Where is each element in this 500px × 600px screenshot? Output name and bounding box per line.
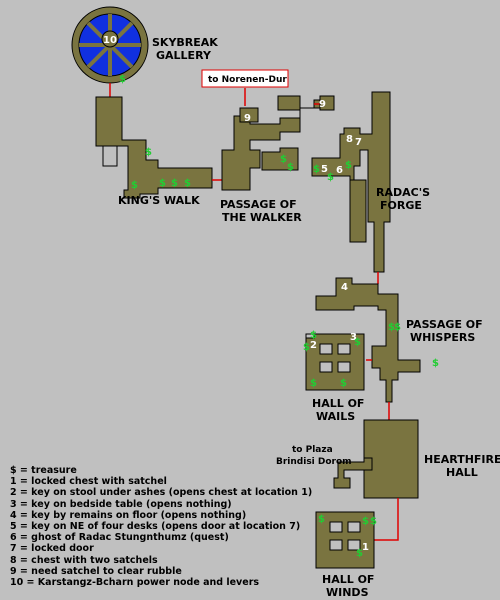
area-label-wails-1: HALL OF <box>312 397 364 410</box>
marker-4: 4 <box>341 282 348 293</box>
marker-3: 3 <box>350 332 357 343</box>
area-label-kings-walk: KING'S WALK <box>118 194 200 207</box>
exit-label-norenen: to Norenen-Dur <box>208 75 287 85</box>
treasure-symbol: $ <box>131 180 138 191</box>
treasure-symbol: $ <box>394 322 401 333</box>
legend-item: 3 = key on bedside table (opens nothing) <box>10 498 232 510</box>
area-label-whispers-2: WHISPERS <box>410 331 475 344</box>
area-label-forge-2: FORGE <box>380 199 422 212</box>
area-label-walker-1: PASSAGE OF <box>220 198 297 211</box>
legend-item: 2 = key on stool under ashes (opens ches… <box>10 487 313 499</box>
legend-item: 9 = need satchel to clear rubble <box>10 565 182 577</box>
treasure-symbol: $ <box>318 514 325 525</box>
area-label-whispers-1: PASSAGE OF <box>406 318 483 331</box>
legend-item: 8 = chest with two satchels <box>10 554 158 566</box>
treasure-symbol: $ <box>280 154 287 165</box>
exit-label-plaza-2: Brindisi Dorom <box>276 457 352 467</box>
radacs-forge-room <box>311 91 391 273</box>
hall-of-wails-grid <box>305 333 365 391</box>
legend-item: 1 = locked chest with satchel <box>10 476 167 488</box>
area-label-hearthfire-2: HALL <box>446 466 478 479</box>
connector <box>374 498 399 541</box>
skybreak-gallery-rotunda <box>71 6 149 84</box>
treasure-symbol: $ <box>287 162 294 173</box>
treasure-symbol: $ <box>356 548 363 559</box>
area-label-winds-2: WINDS <box>326 586 369 599</box>
exit-box-norenen <box>201 69 289 88</box>
exit-label-plaza-1: to Plaza <box>292 445 333 455</box>
kings-walk-room <box>95 96 213 199</box>
treasure-symbol: $ <box>310 378 317 389</box>
area-label-wails-2: WAILS <box>316 410 355 423</box>
treasure-symbol: $ <box>354 337 361 348</box>
legend-item: 5 = key on NE of four desks (opens door … <box>10 521 301 533</box>
hall-of-winds-grid <box>315 511 375 569</box>
marker-10: 10 <box>103 35 117 46</box>
passage-of-the-walker-room <box>221 95 321 191</box>
passage-of-whispers-room <box>315 277 421 403</box>
map-legend: $ = treasure 1 = locked chest with satch… <box>10 465 340 588</box>
legend-item: 4 = key by remains on floor (opens nothi… <box>10 509 247 521</box>
treasure-symbol: $ <box>145 147 152 158</box>
marker-6: 6 <box>336 165 343 176</box>
treasure-symbol: $ <box>362 516 369 527</box>
treasure-symbol: $ <box>184 178 191 189</box>
treasure-symbol: $ <box>327 172 334 183</box>
treasure-symbol: $ <box>340 378 347 389</box>
marker-2: 2 <box>310 340 317 351</box>
treasure-symbol: $ <box>313 164 320 175</box>
area-label-forge-1: RADAC'S <box>376 186 430 199</box>
treasure-symbol: $ <box>119 74 126 85</box>
marker-8: 8 <box>346 134 353 145</box>
hearthfire-hall-room <box>333 419 419 499</box>
treasure-symbol: $ <box>171 178 178 189</box>
marker-7: 7 <box>355 137 362 148</box>
treasure-symbol: $ <box>303 342 310 353</box>
legend-item: 6 = ghost of Radac Stungnthumz (quest) <box>10 532 229 544</box>
marker-9: 9 <box>319 99 326 110</box>
treasure-symbol: $ <box>310 330 317 341</box>
area-label-walker-2: THE WALKER <box>222 211 302 224</box>
legend-item: 10 = Karstangz-Bcharn power node and lev… <box>10 577 260 589</box>
treasure-symbol: $ <box>370 516 377 527</box>
area-label-winds-1: HALL OF <box>322 573 374 586</box>
marker-9: 9 <box>244 113 251 124</box>
treasure-symbol: $ <box>432 358 439 369</box>
treasure-symbol: $ <box>159 178 166 189</box>
area-label-skybreak-2: GALLERY <box>156 49 212 62</box>
treasure-symbol: $ <box>388 322 395 333</box>
marker-5: 5 <box>321 164 328 175</box>
area-label-skybreak-1: SKYBREAK <box>152 36 218 49</box>
legend-item: $ = treasure <box>10 465 77 476</box>
legend-item: 7 = locked door <box>10 543 94 555</box>
area-label-hearthfire-1: HEARTHFIRE <box>424 453 500 466</box>
treasure-symbol: $ <box>345 160 352 171</box>
marker-1: 1 <box>362 542 369 553</box>
